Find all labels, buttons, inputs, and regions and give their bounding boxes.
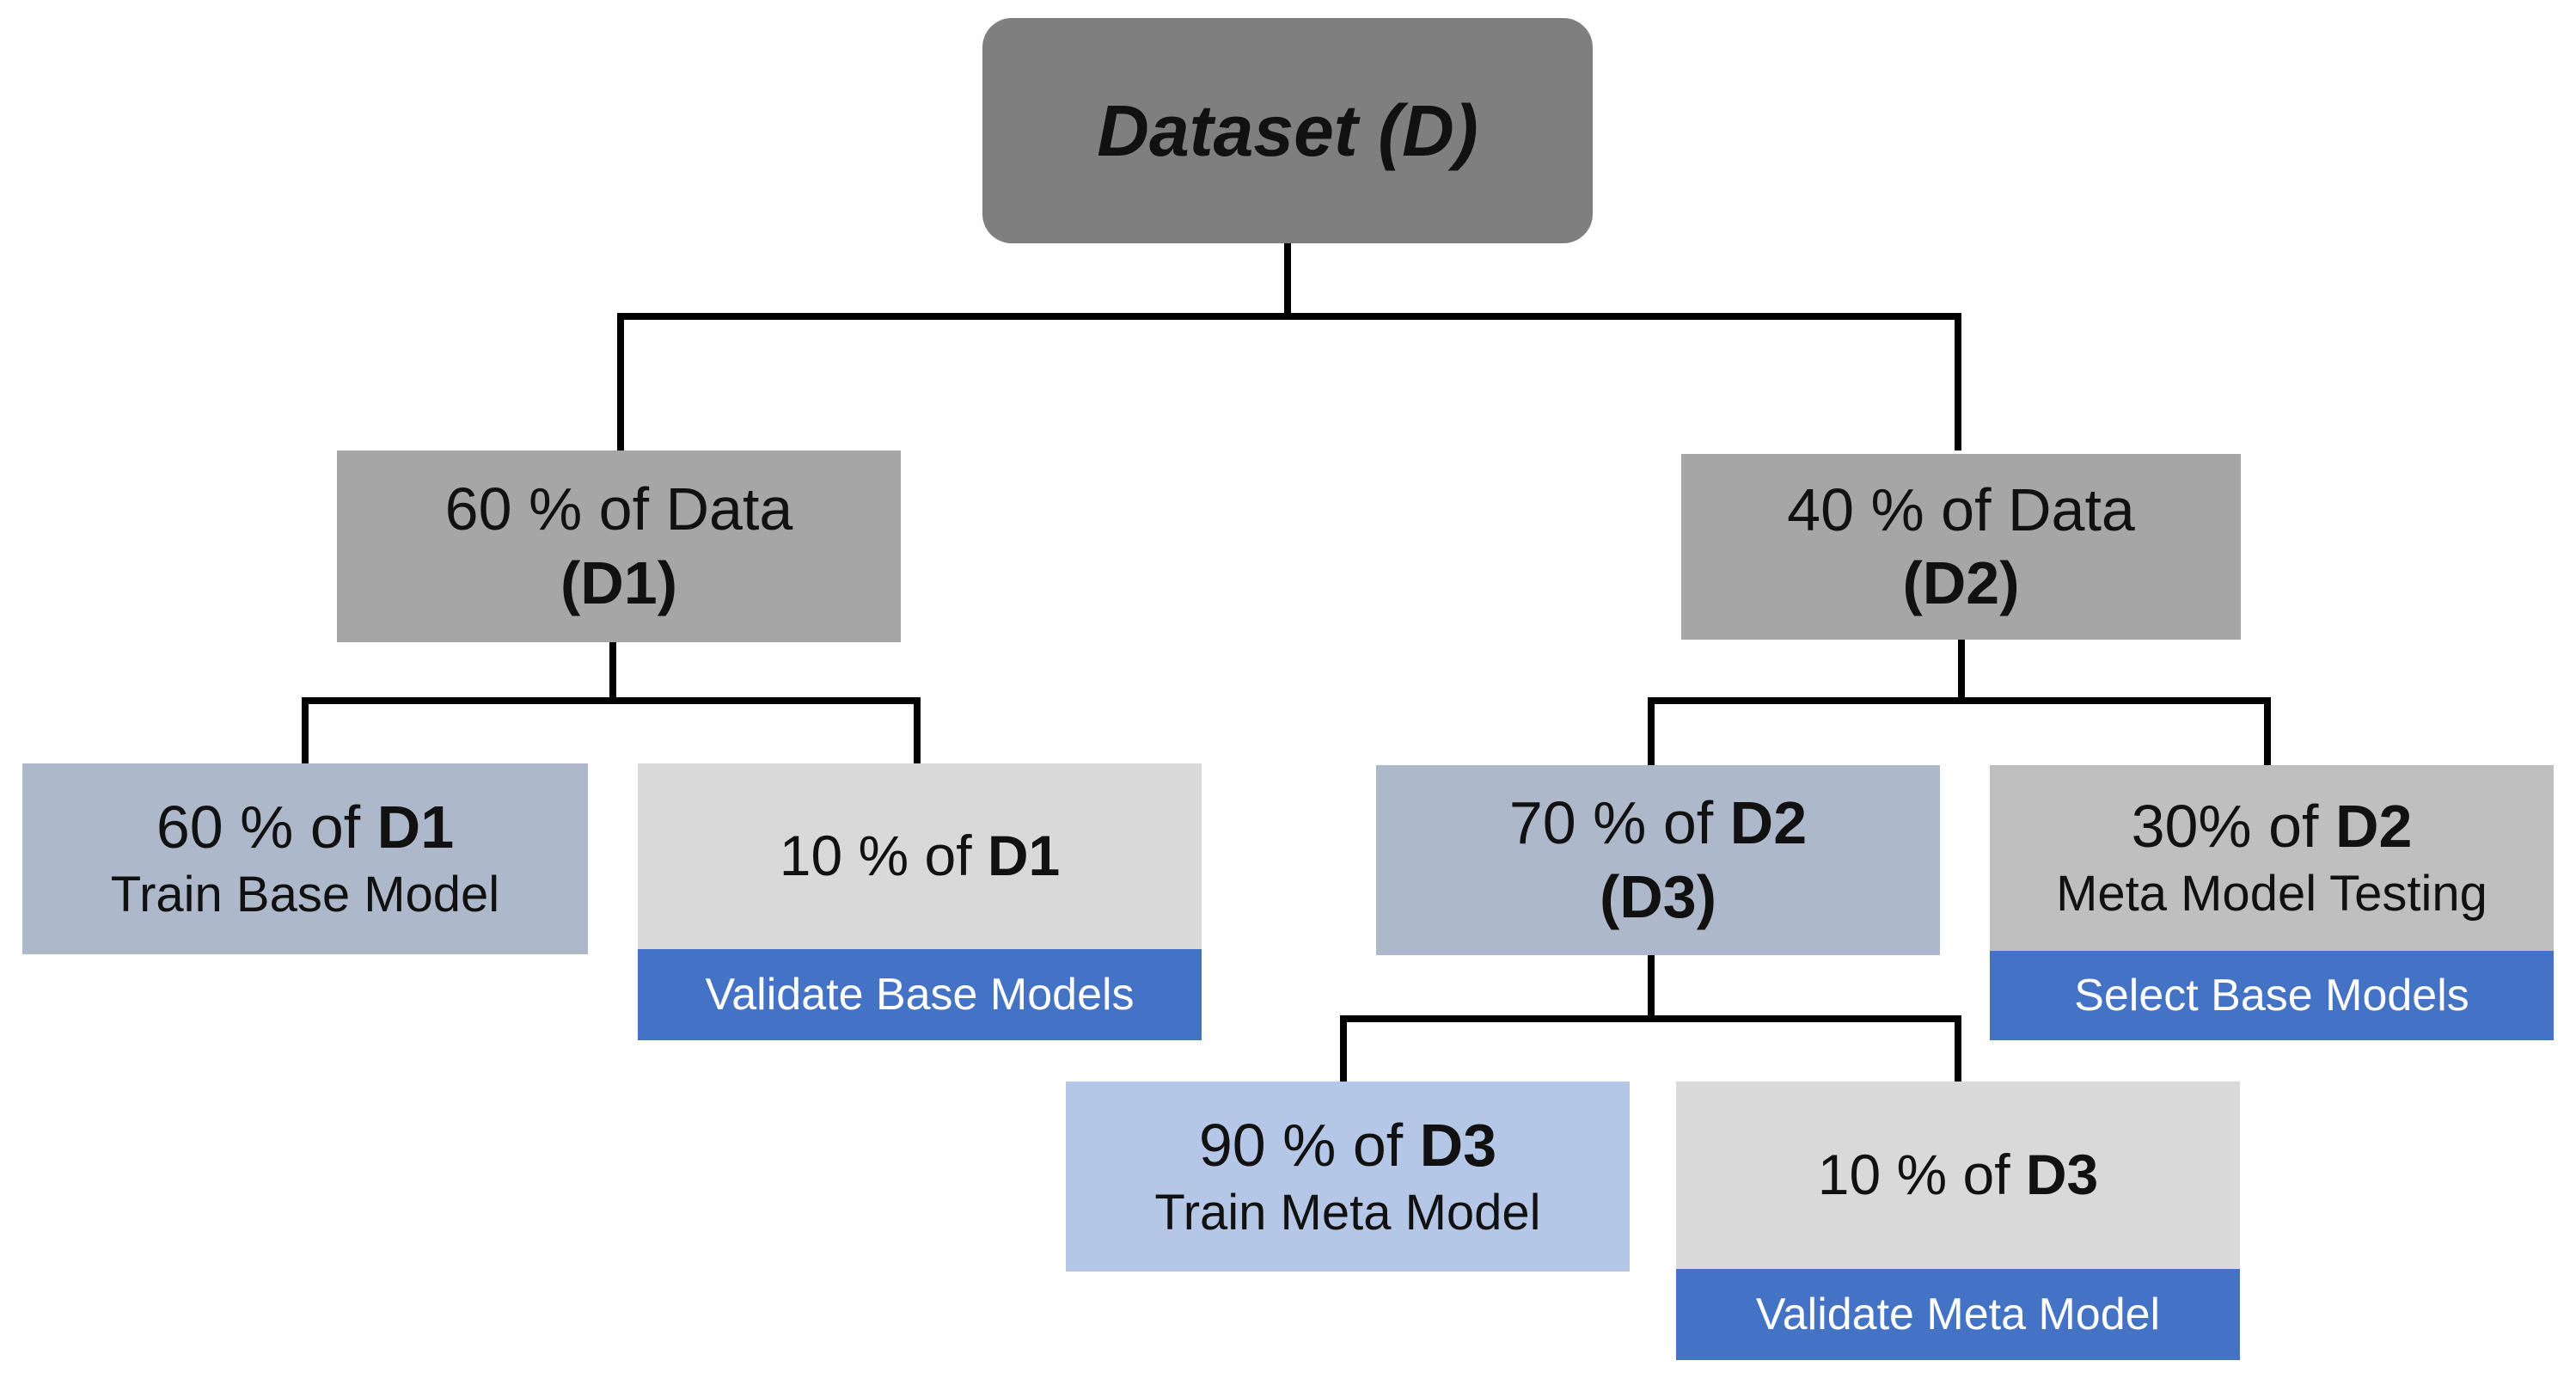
d2-node: 40 % of Data (D2) [1681, 454, 2241, 640]
select-base-models-band: Select Base Models [1990, 951, 2554, 1040]
d3-ref: D2 [1729, 789, 1808, 857]
d2-percentage-label: 40 % of Data [1787, 475, 2135, 543]
validate-base-models-label: Validate Base Models [705, 970, 1135, 1020]
d3-train-title: 90 % of D3 [1199, 1109, 1496, 1182]
d1-train-ref: D1 [376, 794, 455, 861]
d3-title: 70 % of D2 [1509, 787, 1807, 860]
d3-train-description: Train Meta Model [1154, 1184, 1541, 1241]
d3-train-ref: D3 [1419, 1111, 1497, 1179]
d3-train-node: 90 % of D3 Train Meta Model [1066, 1082, 1630, 1272]
connector-d1 [302, 637, 921, 765]
validate-meta-model-band: Validate Meta Model [1676, 1269, 2240, 1360]
d1-id-label: (D1) [560, 549, 678, 616]
dataset-node: Dataset (D) [982, 18, 1593, 243]
d1-node: 60 % of Data (D1) [337, 450, 901, 642]
connector-root [617, 240, 1961, 450]
d1-validation-prefix: 10 % of [779, 824, 988, 888]
d3-validation-node: 10 % of D3 [1676, 1082, 2240, 1269]
validate-base-models-band: Validate Base Models [638, 949, 1202, 1040]
dataset-label: Dataset (D) [1097, 89, 1478, 171]
d3-prefix: 70 % of [1508, 789, 1730, 857]
d1-train-description: Train Base Model [110, 867, 500, 923]
connector-d3 [1340, 950, 1961, 1083]
d2-test-node: 30% of D2 Meta Model Testing [1990, 765, 2554, 951]
d3-validation-ref: D3 [2025, 1143, 2099, 1207]
d1-train-title: 60 % of D1 [156, 791, 454, 864]
d3-validation-prefix: 10 % of [1817, 1143, 2026, 1207]
d3-id-label: (D3) [1599, 862, 1717, 930]
d2-test-ref: D2 [2334, 793, 2413, 861]
d3-train-prefix: 90 % of [1198, 1111, 1420, 1179]
d1-train-node: 60 % of D1 Train Base Model [22, 763, 588, 954]
d1-validation-title: 10 % of D1 [780, 822, 1061, 890]
d1-validation-node: 10 % of D1 [638, 763, 1202, 949]
d1-validation-ref: D1 [987, 824, 1061, 888]
select-base-models-label: Select Base Models [2074, 971, 2469, 1020]
d1-train-prefix: 60 % of [156, 794, 377, 861]
d2-test-title: 30% of D2 [2132, 790, 2413, 863]
d2-test-description: Meta Model Testing [2056, 866, 2487, 922]
d2-id-label: (D2) [1902, 549, 2020, 616]
d1-percentage-label: 60 % of Data [444, 475, 793, 543]
d3-node: 70 % of D2 (D3) [1376, 765, 1940, 955]
validate-meta-model-label: Validate Meta Model [1755, 1290, 2161, 1339]
d3-validation-title: 10 % of D3 [1818, 1141, 2099, 1209]
connector-d2 [1648, 634, 2271, 767]
d2-test-prefix: 30% of [2131, 793, 2335, 861]
